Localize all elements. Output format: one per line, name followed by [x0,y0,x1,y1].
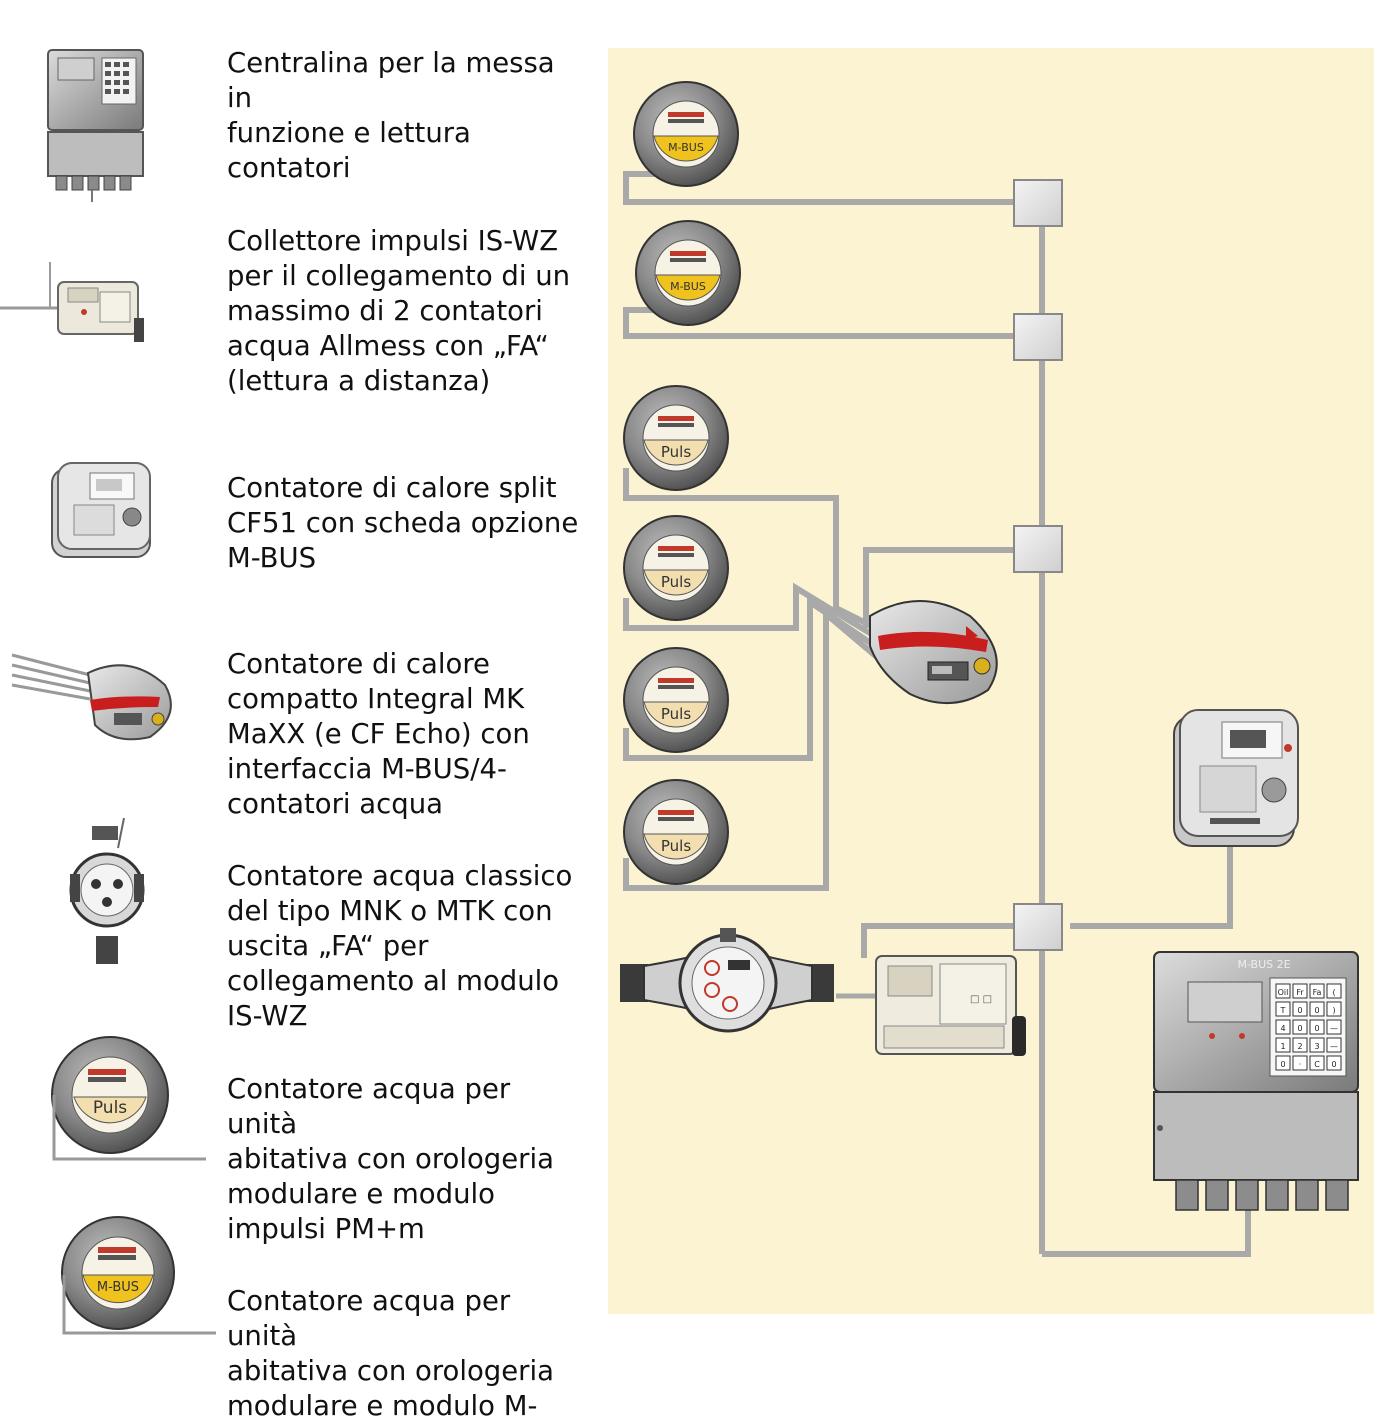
keypad-key [1275,1001,1291,1017]
puls-water-meter: Puls [623,515,729,621]
puls-water-meter: Puls [623,647,729,753]
legend-text-classic-water-meter: Contatore acqua classico del tipo MNK o … [227,860,573,1032]
keypad-key [1309,1019,1325,1035]
puls-badge-label: Puls [93,1098,127,1118]
keypad-key [1326,1055,1342,1071]
keypad-key-label: Oil [1278,988,1289,997]
puls-meter-icon: Puls [51,1036,206,1161]
mbus-meter-icon: M-BUS [61,1216,216,1335]
keypad-key [1326,983,1342,999]
puls-badge-label: Puls [661,837,691,855]
keypad-key-label: · [1299,1060,1302,1069]
keypad-key [1275,983,1291,999]
keypad-key-label: 0 [1297,1006,1302,1015]
control-unit: M-BUS 2E Oil Fr Fa ( T 0 0) 4 0 0 — 1 2 3 — 0 · C 0 [1153,951,1359,1211]
control-unit-icon [47,49,144,202]
keypad-key [1309,1037,1325,1053]
junction-box [1013,179,1063,227]
keypad-key [1309,1001,1325,1017]
puls-water-meter: Puls [623,779,729,885]
mbus-badge-label: M-BUS [668,141,704,154]
legend-text-pulse-collector: Collettore impulsi IS-WZ per il collegam… [227,225,571,397]
legend-text-compact-heat-meter: Contatore di calore compatto Integral MK… [227,648,530,820]
mbus-badge-label: M-BUS [670,280,706,293]
legend-text-puls-meter: Contatore acqua per unità abitativa con … [227,1073,554,1245]
keypad-key-label: — [1330,1024,1338,1033]
keypad-key-label: 0 [1280,1060,1285,1069]
keypad-key-label: 4 [1280,1024,1285,1033]
keypad-key-label: 0 [1297,1024,1302,1033]
junction-boxes [1013,179,1063,951]
keypad-key-label: — [1330,1042,1338,1051]
classic-water-meter-icon [69,818,145,964]
keypad-key-label: 2 [1297,1042,1302,1051]
keypad-key [1326,1001,1342,1017]
puls-badge-label: Puls [661,705,691,723]
junction-box [1013,903,1063,951]
keypad-key-label: Fr [1296,988,1304,997]
keypad-key-label: T [1280,1006,1286,1015]
keypad-key [1275,1055,1291,1071]
mbus-network-diagram: M-BUS M-BUS Puls Puls Puls Puls [608,48,1374,1314]
keypad-key-label: C [1314,1060,1320,1069]
puls-water-meter: Puls [623,385,729,491]
split-heat-meter-icon [51,462,151,558]
keypad-key [1326,1037,1342,1053]
keypad-key [1326,1019,1342,1035]
mbus-badge-label: M-BUS [97,1280,139,1295]
keypad-key-label: ) [1332,1006,1335,1015]
keypad-key [1309,1055,1325,1071]
bus-lines [623,171,1251,1257]
keypad-key-label: Fa [1313,988,1322,997]
keypad-key [1309,983,1325,999]
legend-text-mbus-meter: Contatore acqua per unità abitativa con … [227,1285,554,1422]
keypad-key [1292,1037,1308,1053]
junction-box [1013,313,1063,361]
puls-badge-label: Puls [661,443,691,461]
keypad-key-label: ( [1332,988,1335,997]
legend-text-split-heat-meter: Contatore di calore split CF51 con sched… [227,472,579,574]
keypad-key [1292,983,1308,999]
split-heat-meter [1173,709,1299,847]
pulse-collector: □ □ [836,955,1026,1056]
keypad: Oil Fr Fa ( T 0 0) 4 0 0 — 1 2 3 — 0 · C 0 [1275,983,1342,1071]
svg-text:□ □: □ □ [970,994,992,1005]
mbus-water-meter: M-BUS [633,81,739,187]
compact-heat-meter [869,600,998,704]
keypad-key-label: 1 [1280,1042,1285,1051]
keypad-key [1292,1019,1308,1035]
keypad-key [1275,1019,1291,1035]
keypad-key-label: 0 [1314,1024,1319,1033]
keypad-key [1292,1001,1308,1017]
keypad-key-label: 0 [1331,1060,1336,1069]
keypad-key [1292,1055,1308,1071]
keypad-key-label: 0 [1314,1006,1319,1015]
puls-badge-label: Puls [661,573,691,591]
junction-box [1013,525,1063,573]
classic-water-meter [620,928,834,1033]
control-unit-brand: M-BUS 2E [1237,958,1290,971]
pulse-collector-icon [0,262,144,342]
mbus-water-meter: M-BUS [635,220,741,326]
keypad-key [1275,1037,1291,1053]
legend-text-control-unit: Centralina per la messa in funzione e le… [227,47,555,184]
compact-heat-meter-icon [11,653,172,741]
keypad-key-label: 3 [1314,1042,1319,1051]
